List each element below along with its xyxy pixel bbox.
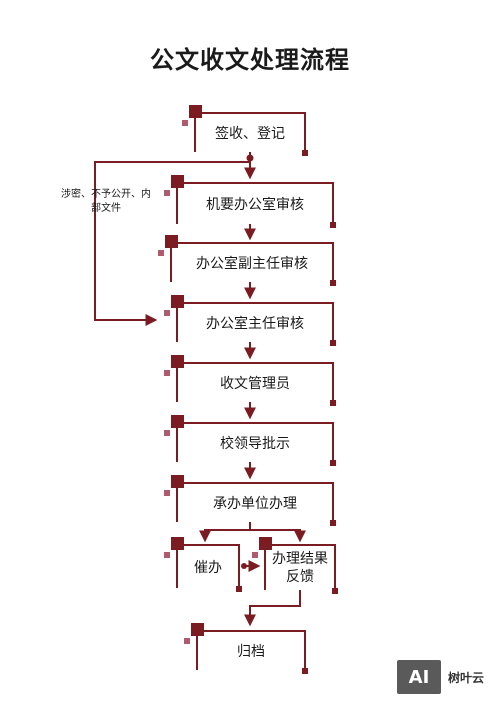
node-label: 办公室副主任审核 bbox=[196, 256, 308, 272]
side-note-confidential: 涉密、不予公开、内部文件 bbox=[61, 189, 151, 214]
node-archive[interactable]: 归档 bbox=[184, 623, 308, 674]
arrow-unit-to-feedback bbox=[250, 529, 306, 543]
node-document-clerk[interactable]: 收文管理员 bbox=[164, 355, 336, 406]
node-sign-register[interactable]: 签收、登记 bbox=[182, 105, 308, 156]
arrow-feedback-to-archive bbox=[244, 590, 301, 627]
node-deputy-director-review[interactable]: 办公室副主任审核 bbox=[158, 235, 336, 286]
node-label: 办公室主任审核 bbox=[206, 316, 304, 332]
node-handling-unit[interactable]: 承办单位办理 bbox=[164, 475, 336, 526]
node-label: 校领导批示 bbox=[220, 436, 290, 452]
node-label: 签收、登记 bbox=[215, 126, 285, 142]
node-feedback[interactable]: 办理结果反馈 bbox=[252, 537, 338, 594]
node-director-review[interactable]: 办公室主任审核 bbox=[164, 295, 336, 346]
brand-name: 树叶云 bbox=[448, 671, 485, 685]
node-school-leader[interactable]: 校领导批示 bbox=[164, 415, 336, 466]
node-label: 办理结果反馈 bbox=[272, 551, 328, 585]
node-label: 机要办公室审核 bbox=[206, 197, 304, 213]
page-title: 公文收文处理流程 bbox=[150, 46, 350, 74]
node-confidential-review[interactable]: 机要办公室审核 bbox=[164, 175, 336, 228]
node-label: 承办单位办理 bbox=[213, 496, 297, 512]
node-label: 催办 bbox=[194, 560, 222, 576]
node-label: 收文管理员 bbox=[220, 376, 290, 392]
arrow-bypass-confidential bbox=[94, 161, 250, 326]
node-urge[interactable]: 催办 bbox=[164, 537, 242, 592]
brand-logo-icon: AI bbox=[397, 660, 441, 694]
node-label: 归档 bbox=[237, 644, 265, 660]
arrow-unit-to-urge bbox=[199, 529, 250, 543]
